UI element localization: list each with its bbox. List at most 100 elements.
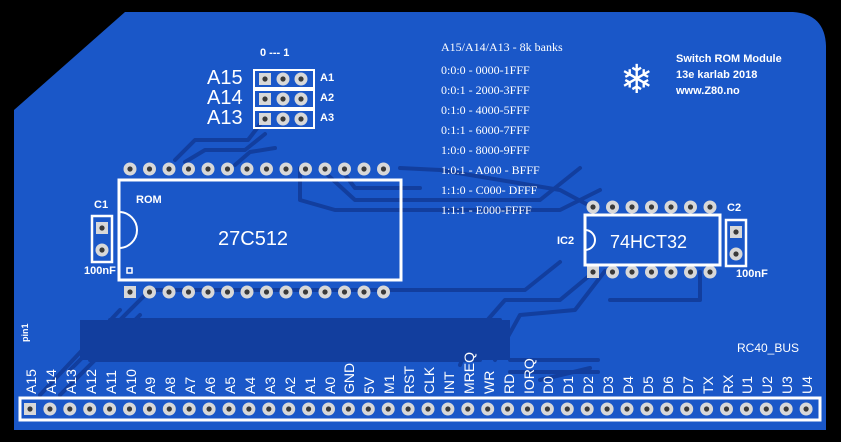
pad-hole	[127, 289, 133, 295]
pad-hole	[263, 166, 270, 172]
pad-hole	[166, 166, 172, 172]
jumper-row-outline	[253, 109, 315, 129]
pad-hole	[298, 96, 304, 102]
pad-hole	[648, 269, 655, 275]
pad-hole	[609, 204, 616, 210]
jumper-row-outline	[253, 89, 315, 109]
bus-ground-pour	[80, 320, 510, 360]
pad-hole	[263, 289, 270, 295]
pad-hole	[743, 406, 750, 412]
pad-hole	[262, 116, 268, 122]
pad-hole	[783, 406, 789, 412]
pad-hole	[361, 166, 367, 172]
pad-hole	[127, 166, 133, 172]
pad-hole	[205, 289, 211, 295]
pad-hole	[226, 406, 232, 412]
rom-pin1-dot	[126, 267, 133, 274]
pad-hole	[345, 406, 351, 412]
pad-hole	[262, 76, 268, 82]
pad-hole	[283, 166, 289, 172]
pad-hole	[286, 406, 292, 412]
pad-hole	[664, 406, 670, 412]
pad-hole	[107, 406, 113, 412]
board-outline	[14, 12, 826, 430]
pad-hole	[166, 406, 172, 412]
pad-hole	[624, 406, 630, 412]
pad-hole	[361, 289, 367, 295]
c1-outline	[90, 214, 114, 264]
pad-hole	[687, 204, 694, 210]
pad-hole	[704, 406, 710, 412]
pad-hole	[146, 289, 153, 295]
pad-hole	[707, 204, 713, 210]
pad-hole	[27, 406, 33, 412]
pad-hole	[590, 204, 596, 210]
pad-hole	[186, 406, 192, 412]
pad-hole	[629, 269, 635, 275]
pad-hole	[126, 406, 133, 412]
pad-hole	[733, 251, 739, 257]
pad-hole	[146, 166, 153, 172]
pad-hole	[185, 166, 192, 172]
pad-hole	[166, 289, 172, 295]
pad-hole	[684, 406, 690, 412]
pad-hole	[385, 406, 391, 412]
silkscreen-layer	[18, 69, 822, 422]
pad-hole	[244, 289, 250, 295]
pad-hole	[644, 406, 650, 412]
pad-hole	[146, 406, 152, 412]
pad-hole	[604, 406, 610, 412]
pad-hole	[380, 166, 387, 172]
pad-hole	[584, 406, 590, 412]
pad-hole	[687, 269, 694, 275]
pad-hole	[322, 166, 328, 172]
pad-hole	[298, 76, 304, 82]
pad-hole	[280, 116, 286, 122]
pad-hole	[246, 406, 252, 412]
pads-layer	[24, 72, 813, 416]
rom-outline	[117, 178, 403, 282]
ic2-outline	[583, 213, 722, 267]
pad-hole	[564, 406, 570, 412]
pad-hole	[266, 406, 272, 412]
pad-hole	[629, 204, 635, 210]
pad-hole	[365, 406, 371, 412]
pad-hole	[322, 289, 328, 295]
pad-hole	[803, 406, 809, 412]
pad-hole	[707, 269, 713, 275]
pad-hole	[262, 96, 268, 102]
pad-hole	[609, 269, 616, 275]
pad-hole	[298, 116, 304, 122]
pad-hole	[302, 166, 309, 172]
ic2-notch	[584, 229, 596, 251]
pad-hole	[280, 96, 286, 102]
pad-hole	[87, 406, 93, 412]
pad-hole	[302, 289, 309, 295]
jumper-row-outline	[253, 69, 315, 89]
pad-hole	[733, 229, 739, 235]
pad-hole	[47, 406, 53, 412]
pad-hole	[283, 289, 289, 295]
pad-hole	[341, 289, 348, 295]
rom-notch	[118, 211, 138, 249]
bus-connector-outline	[18, 396, 822, 422]
pad-hole	[405, 406, 411, 412]
pad-hole	[723, 406, 730, 412]
pad-hole	[205, 166, 211, 172]
pad-hole	[505, 406, 511, 412]
pad-hole	[325, 406, 332, 412]
pad-hole	[763, 406, 769, 412]
pad-hole	[648, 204, 655, 210]
pad-hole	[206, 406, 212, 412]
pad-hole	[425, 406, 431, 412]
pad-hole	[380, 289, 387, 295]
pad-hole	[99, 247, 105, 253]
pad-hole	[524, 406, 531, 412]
pad-hole	[544, 406, 551, 412]
pad-hole	[244, 166, 250, 172]
pad-hole	[224, 166, 231, 172]
pad-hole	[99, 225, 105, 231]
c2-outline	[724, 218, 748, 268]
pad-hole	[224, 289, 231, 295]
